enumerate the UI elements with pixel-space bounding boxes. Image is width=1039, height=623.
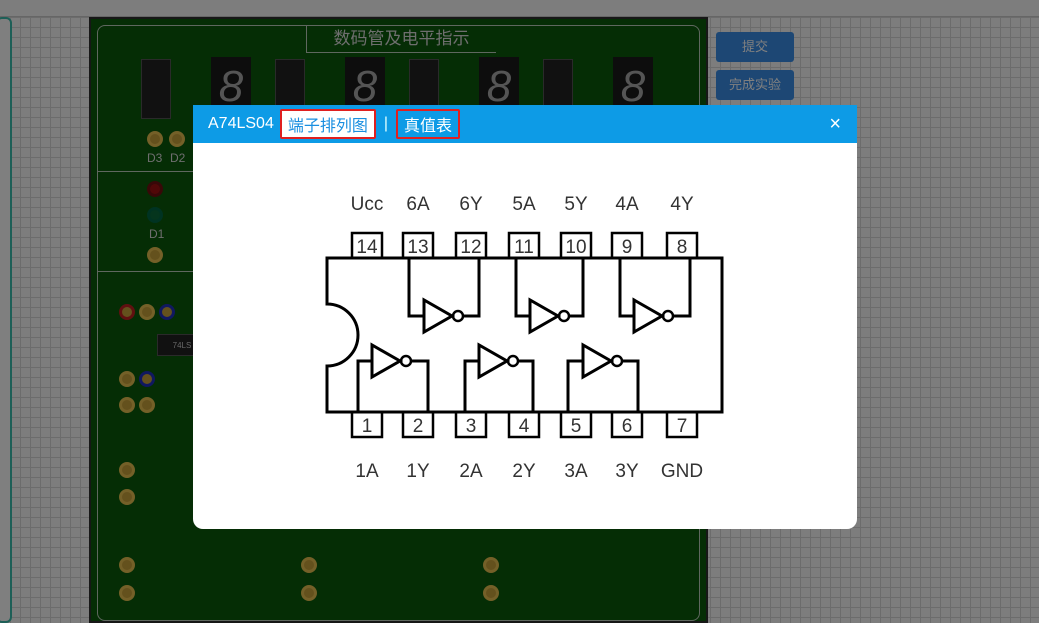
dialog-header: A74LS04 端子排列图 | 真值表 × (193, 105, 857, 143)
pin-box (610, 231, 644, 260)
chip-body (325, 256, 724, 414)
inverter-gate (632, 297, 666, 335)
pin-label: Ucc (351, 194, 384, 215)
inverter-gate (422, 297, 456, 335)
pin-number: 6 (622, 416, 633, 437)
pin-label: 5A (512, 194, 536, 215)
pin-label: 1Y (406, 461, 430, 482)
pin-number: 13 (407, 237, 428, 258)
pin-box (350, 231, 384, 260)
wire (618, 258, 692, 318)
inverter-gate (477, 342, 511, 380)
pin-box (350, 410, 384, 439)
pin-number: 3 (466, 416, 477, 437)
pin-box (454, 231, 488, 260)
pin-number: 10 (565, 237, 586, 258)
pin-label: 6Y (459, 194, 483, 215)
pin-number: 5 (571, 416, 582, 437)
pin-box (559, 231, 593, 260)
pin-number: 1 (362, 416, 373, 437)
pin-number: 11 (514, 237, 534, 258)
pin-box (507, 410, 541, 439)
pin-box (610, 410, 644, 439)
wire (463, 359, 535, 412)
pin-box (559, 410, 593, 439)
wire (407, 258, 481, 318)
pin-number: 9 (622, 237, 633, 258)
pin-box (665, 410, 699, 439)
pin-box (454, 410, 488, 439)
pin-number: 2 (413, 416, 424, 437)
pin-label: 6A (406, 194, 430, 215)
pin-label: 4A (615, 194, 639, 215)
pin-number: 4 (519, 416, 530, 437)
pin-box (507, 231, 541, 260)
pin-number: 7 (677, 416, 688, 437)
inverter-gate (528, 297, 562, 335)
pin-box (401, 231, 435, 260)
close-icon[interactable]: × (829, 113, 841, 135)
pin-label: 1A (355, 461, 379, 482)
pin-number: 12 (460, 237, 481, 258)
pin-diagram: 14 Ucc 13 6A 12 6Y 11 5A 10 5Y 9 4A 8 4Y 1 1A 2 1Y 3 2A 4 2Y 5… (325, 194, 724, 482)
tab-pin-diagram[interactable]: 端子排列图 (279, 109, 376, 139)
pin-label: 2A (459, 461, 483, 482)
inverter-gate (370, 342, 404, 380)
pin-label: GND (661, 461, 703, 482)
pin-label: 3Y (615, 461, 639, 482)
wire (356, 359, 430, 412)
pin-label: 5Y (564, 194, 588, 215)
pin-label: 3A (564, 461, 588, 482)
pin-number: 14 (356, 237, 378, 258)
pin-label: 2Y (512, 461, 536, 482)
dialog-title: A74LS04 (208, 115, 274, 132)
wire (566, 359, 640, 412)
inverter-gate (581, 342, 615, 380)
tab-truth-table[interactable]: 真值表 (396, 109, 461, 139)
pin-label: 4Y (670, 194, 694, 215)
tab-separator: | (383, 115, 389, 132)
pin-box (665, 231, 699, 260)
wire (514, 258, 585, 318)
pin-number: 8 (677, 237, 688, 258)
pin-box (401, 410, 435, 439)
